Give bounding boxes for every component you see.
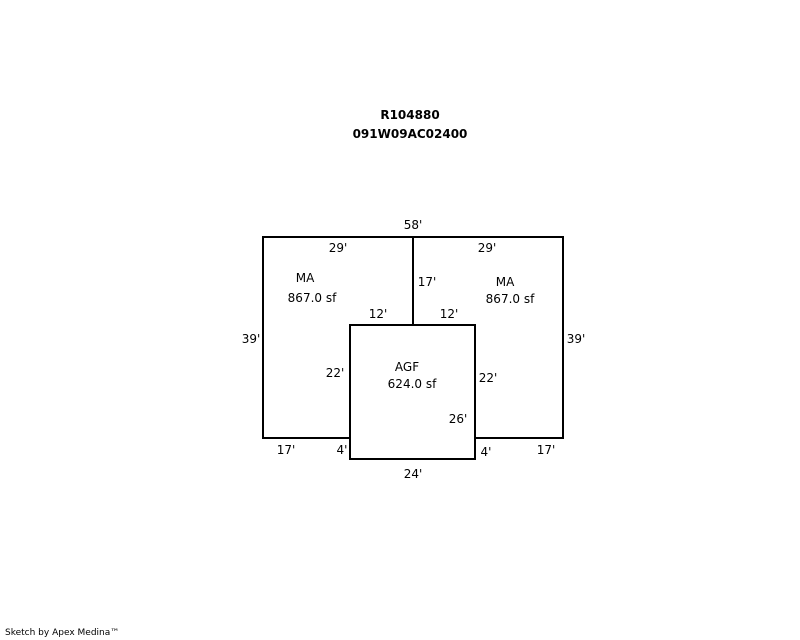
ma-right-label: MA bbox=[496, 275, 515, 289]
ma-left-area: 867.0 sf bbox=[288, 291, 337, 305]
agf-label: AGF bbox=[395, 360, 419, 374]
sketch-credit: Sketch by Apex Medina™ bbox=[5, 628, 120, 638]
dim-top-total: 58' bbox=[404, 218, 423, 232]
ma-left-label: MA bbox=[296, 271, 315, 285]
dim-divider: 17' bbox=[418, 275, 437, 289]
agf-area: 624.0 sf bbox=[388, 377, 437, 391]
dim-right-side: 39' bbox=[567, 332, 586, 346]
dim-left-side: 39' bbox=[242, 332, 261, 346]
dim-agf-top-left: 12' bbox=[369, 307, 388, 321]
dim-agf-left: 22' bbox=[326, 366, 345, 380]
dim-left-bottom: 17' bbox=[277, 443, 296, 457]
account-id: R104880 bbox=[380, 108, 440, 122]
dim-right-top: 29' bbox=[478, 241, 497, 255]
dim-agf-right: 22' bbox=[479, 371, 498, 385]
dim-agf-top-right: 12' bbox=[440, 307, 459, 321]
ma-right-area: 867.0 sf bbox=[486, 292, 535, 306]
dim-left-step: 4' bbox=[337, 443, 348, 457]
dim-agf-bottom: 24' bbox=[404, 467, 423, 481]
dim-left-top: 29' bbox=[329, 241, 348, 255]
agf-outline bbox=[349, 324, 476, 460]
dim-right-step: 4' bbox=[481, 445, 492, 459]
map-number: 091W09AC02400 bbox=[352, 127, 468, 141]
dim-right-bottom: 17' bbox=[537, 443, 556, 457]
dim-agf-inner: 26' bbox=[449, 412, 468, 426]
